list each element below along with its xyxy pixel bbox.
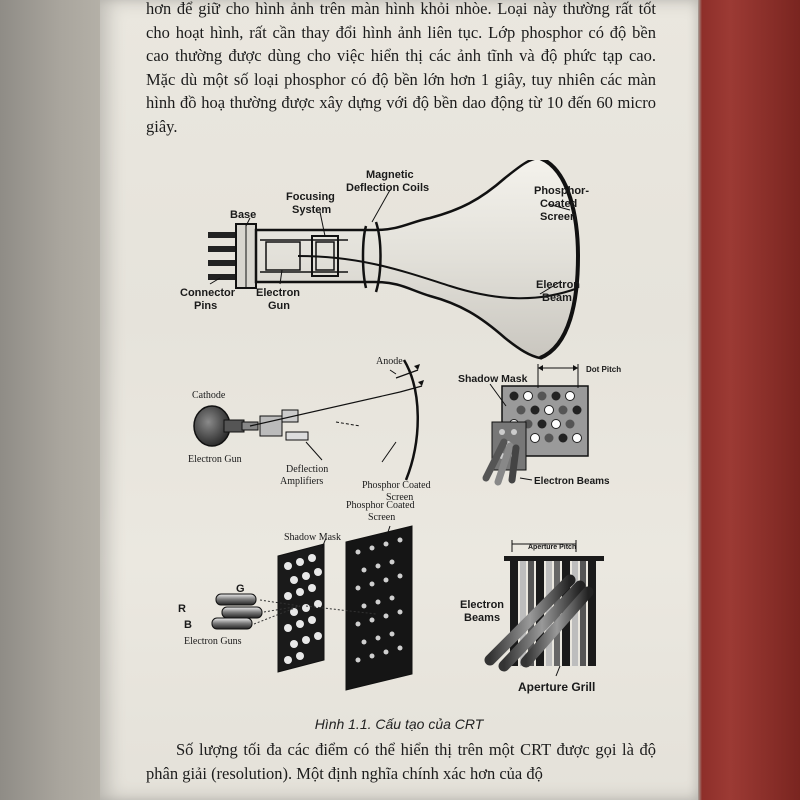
label-r: R — [178, 603, 186, 615]
shadow-mask-large-diagram: Shadow Mask Phosphor Coated Screen R G B… — [178, 500, 415, 691]
shadow-mask-plate — [277, 543, 325, 673]
label-pins: Pins — [194, 300, 217, 312]
shadow-mask-small-diagram: Shadow Mask Dot Pitch Electron Beams — [458, 364, 621, 487]
connector-pin — [208, 274, 238, 280]
label-screen: Screen — [540, 211, 577, 223]
deflection-plate — [281, 409, 299, 423]
label-focusing: Focusing — [286, 191, 335, 203]
aperture-grill-diagram: Aperture Pitch Electron Beams Aperture G… — [460, 540, 604, 694]
label-electron-beams-small: Electron Beams — [534, 476, 610, 487]
label-magnetic: Magnetic — [366, 169, 414, 181]
beam-rod-a — [484, 574, 576, 666]
label-base: Base — [230, 209, 256, 221]
crt-figure: Base Focusing System Magnetic Deflection… — [100, 160, 698, 720]
label-shadow-mask-large: Shadow Mask — [284, 532, 341, 543]
label-anode: Anode — [376, 356, 403, 367]
book-spine — [690, 0, 800, 800]
paragraph-top: hơn để giữ cho hình ảnh trên màn hình kh… — [146, 0, 656, 136]
deflection-coil — [361, 225, 368, 289]
label-shadow-mask-small: Shadow Mask — [458, 373, 528, 385]
label-gun: Gun — [268, 300, 290, 312]
phosphor-screen — [539, 160, 581, 360]
electron-gun-diagram: Anode Cathode Electron Gun Deflection Am… — [188, 356, 431, 503]
coated-screen-arc — [402, 359, 419, 481]
label-electron-ap: Electron — [460, 599, 504, 611]
gun-green — [221, 606, 263, 619]
label-deflection: Deflection — [286, 464, 328, 475]
label-connector: Connector — [180, 287, 236, 299]
connector-pin — [208, 232, 238, 238]
label-electron: Electron — [256, 287, 300, 299]
label-phosphor: Phosphor- — [534, 185, 589, 197]
label-b: B — [184, 619, 192, 631]
label-system: System — [292, 204, 331, 216]
label-screen-3: Screen — [368, 512, 395, 523]
paragraph-bottom: Số lượng tối đa các điểm có thể hiển thị… — [146, 740, 656, 783]
phosphor-coated-screen — [345, 525, 413, 691]
label-dot-pitch: Dot Pitch — [586, 365, 621, 374]
label-aperture-grill: Aperture Grill — [518, 680, 595, 694]
electron-path — [249, 391, 401, 427]
label-electron-beam-2: Beam — [542, 292, 572, 304]
book-page: hơn để giữ cho hình ảnh trên màn hình kh… — [100, 0, 698, 800]
label-g: G — [236, 583, 245, 595]
label-cathode: Cathode — [192, 390, 226, 401]
connector-pin — [208, 246, 238, 252]
label-electron-guns: Electron Guns — [184, 636, 242, 647]
label-aperture-pitch: Aperture Pitch — [528, 544, 576, 551]
connector-pin — [208, 260, 238, 266]
beam-rod — [482, 438, 508, 482]
label-amplifiers: Amplifiers — [280, 476, 323, 487]
label-screen-2: Screen — [386, 492, 413, 503]
label-deflection-coils: Deflection Coils — [346, 182, 429, 194]
label-electron-gun-2: Electron Gun — [188, 454, 242, 465]
focus-anode — [259, 415, 283, 437]
crt-tube-diagram: Base Focusing System Magnetic Deflection… — [180, 160, 589, 360]
figure-caption: Hình 1.1. Cấu tạo của CRT — [314, 716, 484, 732]
electron-beam — [297, 255, 579, 300]
label-beams-ap: Beams — [464, 612, 500, 624]
crt-diagrams: Base Focusing System Magnetic Deflection… — [178, 160, 621, 694]
gun-blue — [211, 617, 253, 630]
gun-red — [215, 593, 257, 606]
label-phosphor-coated-2: Phosphor Coated — [346, 500, 415, 511]
label-phosphor-coated: Phosphor Coated — [362, 480, 431, 491]
label-coated: Coated — [540, 198, 577, 210]
label-electron-beam-1: Electron — [536, 279, 580, 291]
